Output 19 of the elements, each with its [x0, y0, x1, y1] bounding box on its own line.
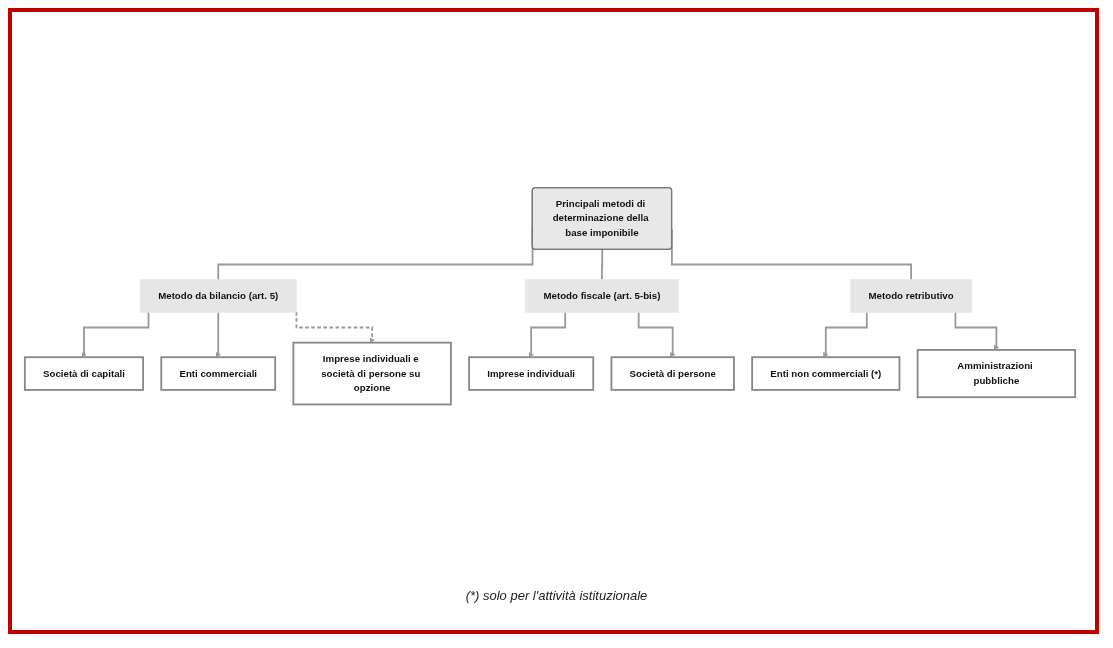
node-box: Metodo da bilancio (art. 5) [139, 279, 297, 313]
arrow [528, 311, 567, 358]
node-box: Enti commerciali [160, 356, 277, 391]
arrow [295, 311, 375, 343]
node-box: Metodo fiscale (art. 5-bis) [525, 279, 679, 313]
node-box: Società di capitali [23, 356, 144, 391]
arrow [823, 311, 868, 358]
arrow [81, 311, 150, 358]
arrow [215, 311, 221, 358]
connector [601, 248, 604, 281]
arrow [954, 311, 1000, 351]
arrow [637, 311, 676, 358]
node-box: Amministrazioni pubbliche [916, 349, 1077, 399]
node-box: Imprese individuali e società di persone su opzione [292, 341, 452, 406]
node-box: Enti non commerciali (*) [751, 356, 901, 391]
node-box: Metodo retributivo [850, 279, 973, 313]
node-box: Imprese individuali [468, 356, 595, 391]
node-box: Società di persone [610, 356, 735, 391]
footnote: (*) solo per l'attività istituzionale [464, 588, 649, 603]
